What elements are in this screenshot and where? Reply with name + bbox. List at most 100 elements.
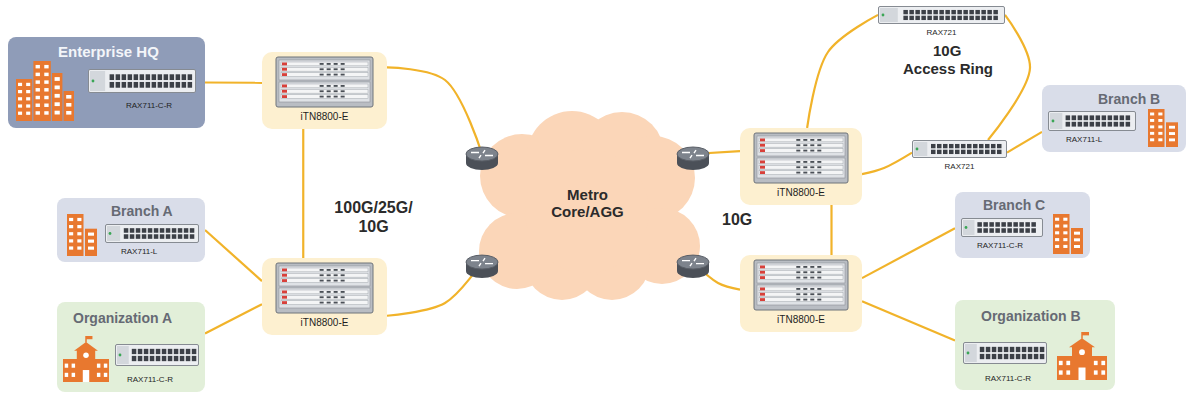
figure-part [682,258,704,266]
figure-part [327,63,331,65]
figure-part [106,225,199,243]
figure-part [341,274,345,276]
figure-part [987,16,992,20]
figure-part [757,285,845,305]
router-icon [466,147,709,278]
figure-part [817,277,821,279]
figure-part [138,349,143,354]
figure-part [186,356,191,361]
figure-part [945,10,950,14]
figure-part [927,16,932,20]
figure-part [279,82,370,102]
figure-part [320,74,324,76]
figure-part [341,90,345,92]
figure-part [915,16,920,20]
figure-part [64,91,74,121]
figure-part [77,246,81,249]
figure-part [963,10,968,14]
figure-part [1096,115,1101,120]
figure-part [89,70,196,93]
figure-part [1007,222,1012,227]
figure-part [18,112,22,115]
figure-part [1169,132,1175,135]
figure-part [172,228,177,233]
fiber-link [205,81,262,84]
figure-part [282,85,287,88]
figure-part [759,298,843,302]
figure-part [166,234,171,239]
figure-part [882,14,885,17]
figure-part [760,161,765,164]
figure-part [36,65,40,68]
figure-part [1049,112,1136,131]
figure-part [1028,354,1033,359]
figure-part [796,139,800,141]
figure-part [817,271,821,273]
figure-part [796,144,800,146]
figure-part [1114,115,1119,120]
figure-part [279,266,370,286]
figure-part [759,138,843,142]
figure-part [810,150,814,152]
figure-part [158,82,163,88]
site-name: Branch A [111,203,173,219]
figure-part [760,276,765,279]
figure-part [1066,122,1071,127]
figure-part [921,10,926,14]
figure-part [1066,115,1071,120]
figure-part [985,144,990,148]
figure-part [142,228,147,233]
figure-part [1025,222,1030,227]
figure-part [931,150,936,154]
figure-part [134,82,139,88]
figure-part [1120,122,1125,127]
figure-part [1074,232,1080,235]
figure-part [150,356,155,361]
access-device: RAX721 [878,6,1005,40]
figure-part [1094,370,1098,374]
figure-part [760,149,765,152]
figure-part [903,10,908,14]
figure-part [1150,113,1154,116]
figure-part [1055,218,1059,221]
figure-part [1013,228,1018,233]
figure-part [327,280,331,282]
figure-part [334,63,338,65]
figure-part [757,136,845,156]
figure-part [72,373,75,377]
figure-part [1150,125,1154,128]
figure-part [44,88,48,91]
figure-part [1101,370,1105,374]
figure-part [83,353,89,359]
figure-part [327,85,331,87]
cloud-shape [479,111,700,300]
figure-part [1034,347,1039,352]
figure-part [104,364,107,368]
figure-part [44,65,48,68]
figure-part [36,73,40,76]
figure-part [796,161,800,163]
link-label: 10G Access Ring [903,42,998,78]
figure-part [1084,115,1089,120]
figure-part [1022,354,1027,359]
building-icon [16,61,74,121]
figure-part [1078,122,1083,127]
figure-part [979,144,984,148]
figure-part [1007,228,1012,233]
figure-part [26,97,30,100]
figure-part [927,10,932,14]
figure-part [334,274,338,276]
fiber-link [807,15,878,128]
figure-part [116,345,199,366]
figure-part [124,228,129,233]
figure-part [981,16,986,20]
device-model: iTN8800-E [777,314,825,326]
figure-part [341,74,345,76]
figure-part [276,263,373,313]
figure-part [471,258,493,266]
figure-part [170,74,175,80]
figure-part [66,95,71,99]
figure-part [955,150,960,154]
figure-part [1063,231,1067,234]
figure-part [1158,113,1162,116]
